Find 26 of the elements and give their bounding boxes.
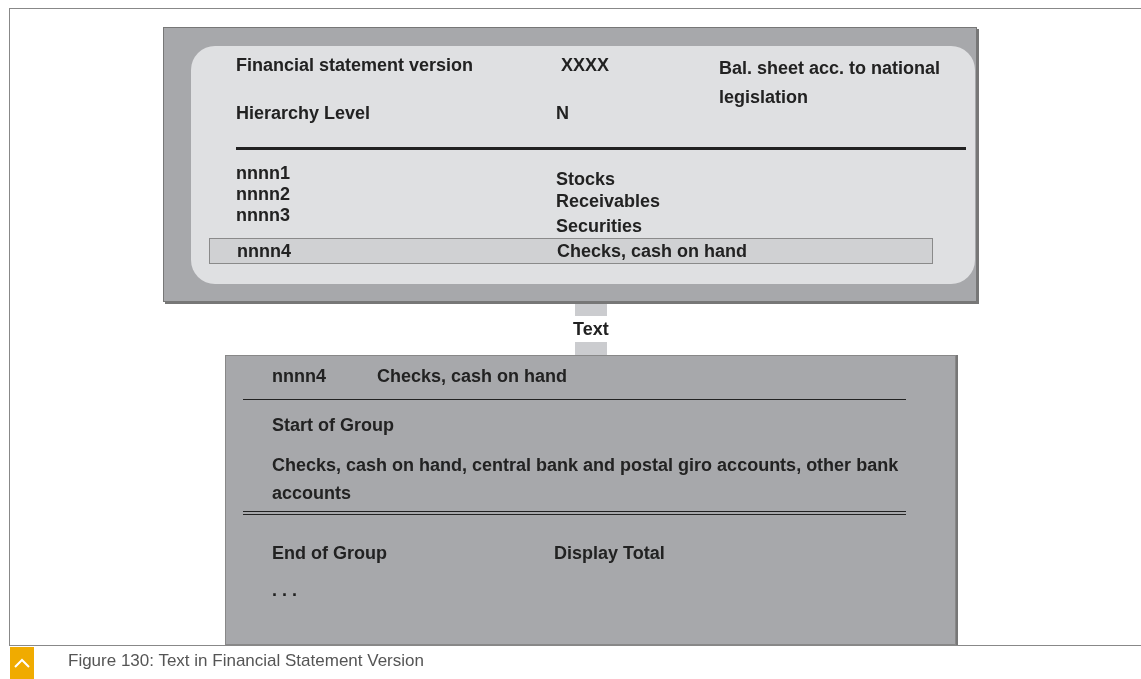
connector	[575, 302, 607, 355]
panel-text: Stocks	[556, 168, 616, 190]
panel-text: . . .	[272, 579, 297, 601]
panel-text: nnnn4	[237, 240, 291, 262]
inner-panel	[191, 46, 975, 284]
panel-text: End of Group	[272, 542, 387, 564]
panel-text: nnnn3	[236, 204, 290, 226]
panel-text: Bal. sheet acc. to national legislation	[719, 57, 942, 109]
panel-text: nnnn2	[236, 183, 290, 205]
panel-text: N	[556, 102, 569, 124]
panel-text: Securities	[556, 215, 643, 237]
panel-text: Checks, cash on hand	[377, 365, 568, 387]
panel-text: Hierarchy Level	[236, 102, 371, 124]
panel-text: Start of Group	[272, 414, 394, 436]
panel-text: Receivables	[556, 190, 661, 212]
panel-text: Financial statement version	[236, 54, 474, 76]
detail-panel	[225, 355, 956, 645]
figure-caption: Figure 130: Text in Financial Statement Version	[68, 651, 424, 671]
panel-text: Checks, cash on hand, central bank and postal giro accounts, other bank accounts	[272, 454, 900, 505]
panel-text: nnnn1	[236, 162, 290, 184]
panel-text: XXXX	[561, 54, 610, 76]
panel-text: Display Total	[554, 542, 665, 564]
panel-text: nnnn4	[272, 365, 326, 387]
highlighted-row	[209, 238, 933, 264]
outer-panel	[163, 27, 977, 302]
panel-text: Checks, cash on hand	[557, 240, 748, 262]
